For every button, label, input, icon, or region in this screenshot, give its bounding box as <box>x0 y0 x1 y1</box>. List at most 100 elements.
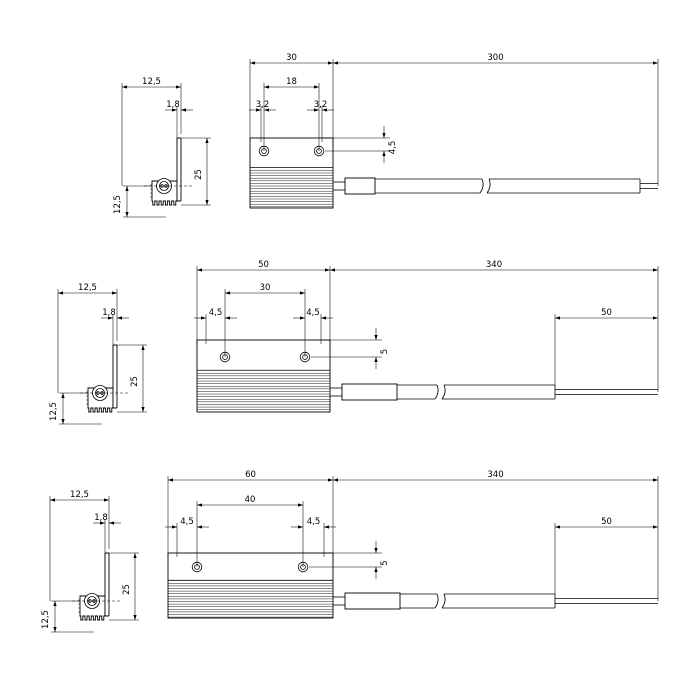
dimension-arrowhead <box>653 61 658 65</box>
dimension-arrowhead <box>50 498 55 502</box>
cable-break <box>486 178 491 194</box>
strip-length-dim-label: 50 <box>601 517 612 527</box>
dimension-arrowhead <box>314 108 319 112</box>
dimension-arrowhead <box>53 601 57 606</box>
width-dim-label: 12,5 <box>78 283 97 293</box>
dimension-arrowhead <box>298 503 303 507</box>
dimension-arrowhead <box>374 567 378 572</box>
mounting-flange <box>112 344 118 409</box>
dimension-arrowhead <box>117 316 122 320</box>
dimension-arrowhead <box>125 212 129 217</box>
dimension-arrowhead <box>197 503 202 507</box>
dimension-arrowhead <box>122 85 127 89</box>
dimension-arrowhead <box>653 478 658 482</box>
dimension-arrowhead <box>322 108 327 112</box>
dimension-arrowhead <box>314 85 319 89</box>
dimension-arrowhead <box>325 268 330 272</box>
cable-length-dim-label: 340 <box>487 470 503 480</box>
dimension-arrowhead <box>300 316 305 320</box>
hole-from-top-dim-label: 5 <box>380 349 390 354</box>
cable-sleeve <box>341 383 398 401</box>
cable-break <box>479 178 484 194</box>
dimension-arrowhead <box>250 61 255 65</box>
dimension-arrowhead <box>225 316 230 320</box>
half-height-dim-label: 12,5 <box>49 402 59 421</box>
dimension-arrowhead <box>133 553 137 558</box>
dimension-arrowhead <box>374 548 378 553</box>
dimension-arrowhead <box>108 316 113 320</box>
dimension-arrowhead <box>225 291 230 295</box>
half-height-dim-label: 12,5 <box>41 610 51 629</box>
flange-dim-label: 1,8 <box>94 513 108 523</box>
dimension-arrowhead <box>256 108 261 112</box>
dimension-arrowhead <box>205 200 209 205</box>
height-dim-label: 25 <box>194 169 204 180</box>
hole-edge-left-dim-label: 4,5 <box>209 308 223 318</box>
width-dim-label: 12,5 <box>70 490 89 500</box>
dimension-arrowhead <box>197 525 202 529</box>
cable-sleeve <box>344 592 401 610</box>
hole-pitch-dim-label: 40 <box>245 495 256 505</box>
dimension-arrowhead <box>298 525 303 529</box>
length-dim-label: 30 <box>286 53 297 63</box>
strip-length-dim-label: 50 <box>601 308 612 318</box>
dimension-arrowhead <box>172 525 177 529</box>
dimension-arrowhead <box>653 268 658 272</box>
dimension-arrowhead <box>333 61 338 65</box>
dimension-arrowhead <box>653 316 658 320</box>
dimension-arrowhead <box>100 521 105 525</box>
dimension-arrowhead <box>205 138 209 143</box>
height-dim-label: 25 <box>122 584 132 595</box>
dimension-arrowhead <box>58 291 63 295</box>
dimension-arrowhead <box>382 133 386 138</box>
dimension-arrowhead <box>125 186 129 191</box>
hole-from-top-dim-label: 5 <box>380 560 390 565</box>
dimension-arrowhead <box>61 419 65 424</box>
dimension-arrowhead <box>61 393 65 398</box>
dimension-arrowhead <box>328 61 333 65</box>
dimension-arrowhead <box>555 316 560 320</box>
dimension-arrowhead <box>112 291 117 295</box>
dimension-arrowhead <box>328 478 333 482</box>
dimension-arrowhead <box>197 268 202 272</box>
dimension-arrowhead <box>555 525 560 529</box>
housing <box>167 552 334 619</box>
dimension-arrowhead <box>374 335 378 340</box>
dimension-arrowhead <box>181 108 186 112</box>
cable-break <box>434 384 439 400</box>
end-view: 12,5 1,8 25 12,5 <box>113 77 211 218</box>
dimension-arrowhead <box>321 316 326 320</box>
dimension-arrowhead <box>133 615 137 620</box>
dimension-arrowhead <box>264 108 269 112</box>
dimension-arrowhead <box>653 525 658 529</box>
hole-edge-left-dim-label: 3,2 <box>256 100 270 110</box>
hole-edge-right-dim-label: 3,2 <box>314 100 328 110</box>
flange-dim-label: 1,8 <box>166 100 180 110</box>
mounting-flange <box>176 137 182 202</box>
cable-sleeve <box>344 177 376 195</box>
hole-from-top-dim-label: 4,5 <box>388 141 398 155</box>
dimension-arrowhead <box>109 521 114 525</box>
half-height-dim-label: 12,5 <box>113 195 123 214</box>
length-dim-label: 60 <box>245 470 256 480</box>
dimension-arrowhead <box>333 478 338 482</box>
dimension-arrowhead <box>172 108 177 112</box>
dimension-arrowhead <box>141 407 145 412</box>
dimension-arrowhead <box>264 85 269 89</box>
width-dim-label: 12,5 <box>142 77 161 87</box>
dimension-arrowhead <box>300 291 305 295</box>
hole-edge-left-dim-label: 4,5 <box>180 517 194 527</box>
dimension-arrowhead <box>330 268 335 272</box>
dimension-arrowhead <box>382 151 386 156</box>
cable-length-dim-label: 300 <box>487 53 503 63</box>
height-dim-label: 25 <box>130 376 140 387</box>
hole-edge-right-dim-label: 4,5 <box>306 308 320 318</box>
end-view: 12,5 1,8 25 12,5 <box>41 490 139 633</box>
